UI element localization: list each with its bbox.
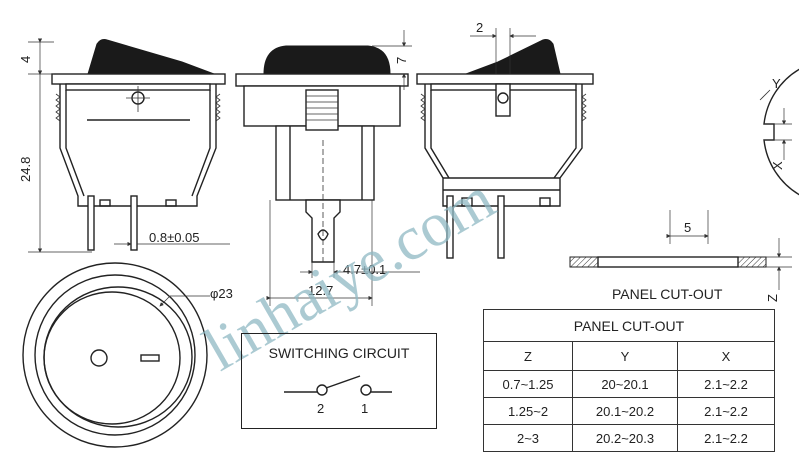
panel-cutout-label: PANEL CUT-OUT (612, 286, 723, 302)
dim-cutout-y: Y (772, 76, 781, 91)
table-header-row: Z Y X (483, 341, 775, 371)
panel-cutout-table: PANEL CUT-OUT Z Y X 0.7~1.25 20~20.1 2.1… (483, 309, 775, 452)
terminal-2-label: 2 (317, 401, 324, 416)
cell-y: 20.2~20.3 (572, 424, 678, 452)
cell-y: 20~20.1 (572, 370, 678, 398)
cell-z: 2~3 (483, 424, 573, 452)
dim-rocker-offset: 2 (476, 20, 483, 35)
col-header-z: Z (483, 341, 573, 371)
dim-pin-pitch: 0.8±0.05 (149, 230, 200, 245)
cell-z: 1.25~2 (483, 397, 573, 425)
switching-circuit-box: SWITCHING CIRCUIT (241, 333, 437, 429)
dim-cap-height: 7 (394, 57, 409, 64)
switching-circuit-title: SWITCHING CIRCUIT (268, 345, 410, 361)
table-row: 1.25~2 20.1~20.2 2.1~2.2 (483, 397, 775, 425)
side-view: 7 4.7±0.1 12.7 (235, 30, 420, 306)
col-header-y: Y (572, 341, 678, 371)
dim-terminal-width: 4.7±0.1 (343, 262, 386, 277)
cell-x: 2.1~2.2 (677, 370, 775, 398)
dim-top-height: 4 (18, 56, 33, 63)
cell-y: 20.1~20.2 (572, 397, 678, 425)
terminal-1-label: 1 (361, 401, 368, 416)
dim-panel-z: Z (765, 294, 780, 302)
dim-cutout-width: 5 (684, 220, 691, 235)
cell-x: 2.1~2.2 (677, 424, 775, 452)
table-row: 0.7~1.25 20~20.1 2.1~2.2 (483, 370, 775, 398)
top-view: φ23 (22, 262, 233, 448)
back-view: 2 (416, 20, 594, 259)
table-title: PANEL CUT-OUT (483, 309, 775, 342)
cell-z: 0.7~1.25 (483, 370, 573, 398)
front-view: 4 24.8 0.8±0.05 (18, 38, 230, 253)
cell-x: 2.1~2.2 (677, 397, 775, 425)
dim-body-height: 24.8 (18, 157, 33, 182)
switch-symbol: 2 1 (284, 375, 392, 416)
panel-cutout-view: Y X 5 Z (569, 68, 799, 302)
dim-terminal-spacing: 12.7 (308, 283, 333, 298)
table-row: 2~3 20.2~20.3 2.1~2.2 (483, 424, 775, 452)
col-header-x: X (677, 341, 775, 371)
dim-cutout-x: X (770, 161, 785, 170)
dim-diameter: φ23 (210, 286, 233, 301)
